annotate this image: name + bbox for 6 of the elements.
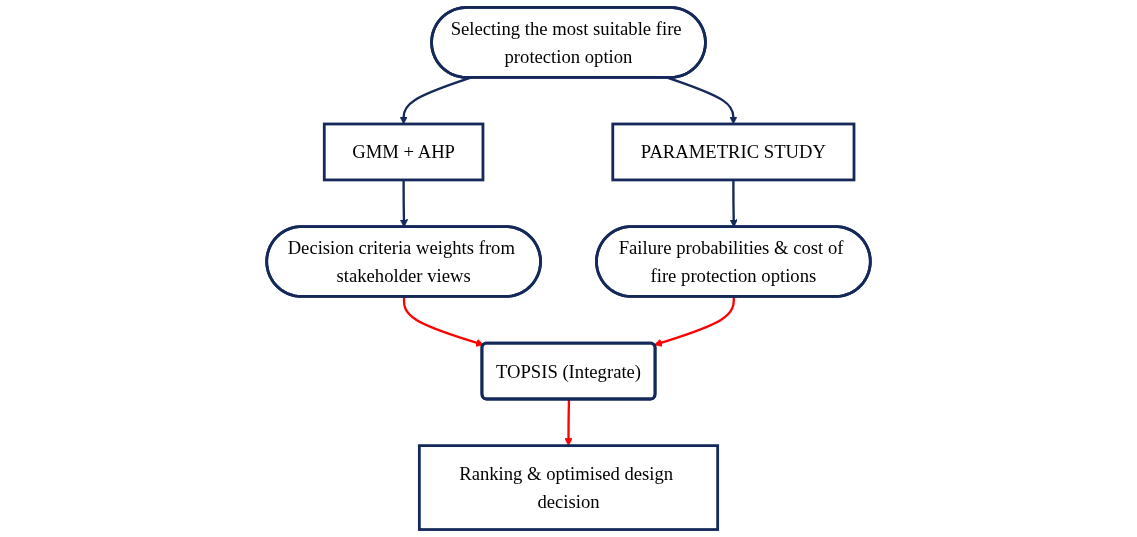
arrow — [564, 399, 573, 446]
node-box: GMM + AHP — [322, 122, 485, 182]
node-box: PARAMETRIC STUDY — [611, 122, 856, 182]
node-box: Ranking & optimised design decision — [417, 444, 720, 531]
arrow — [653, 296, 735, 347]
arrow — [402, 296, 485, 347]
